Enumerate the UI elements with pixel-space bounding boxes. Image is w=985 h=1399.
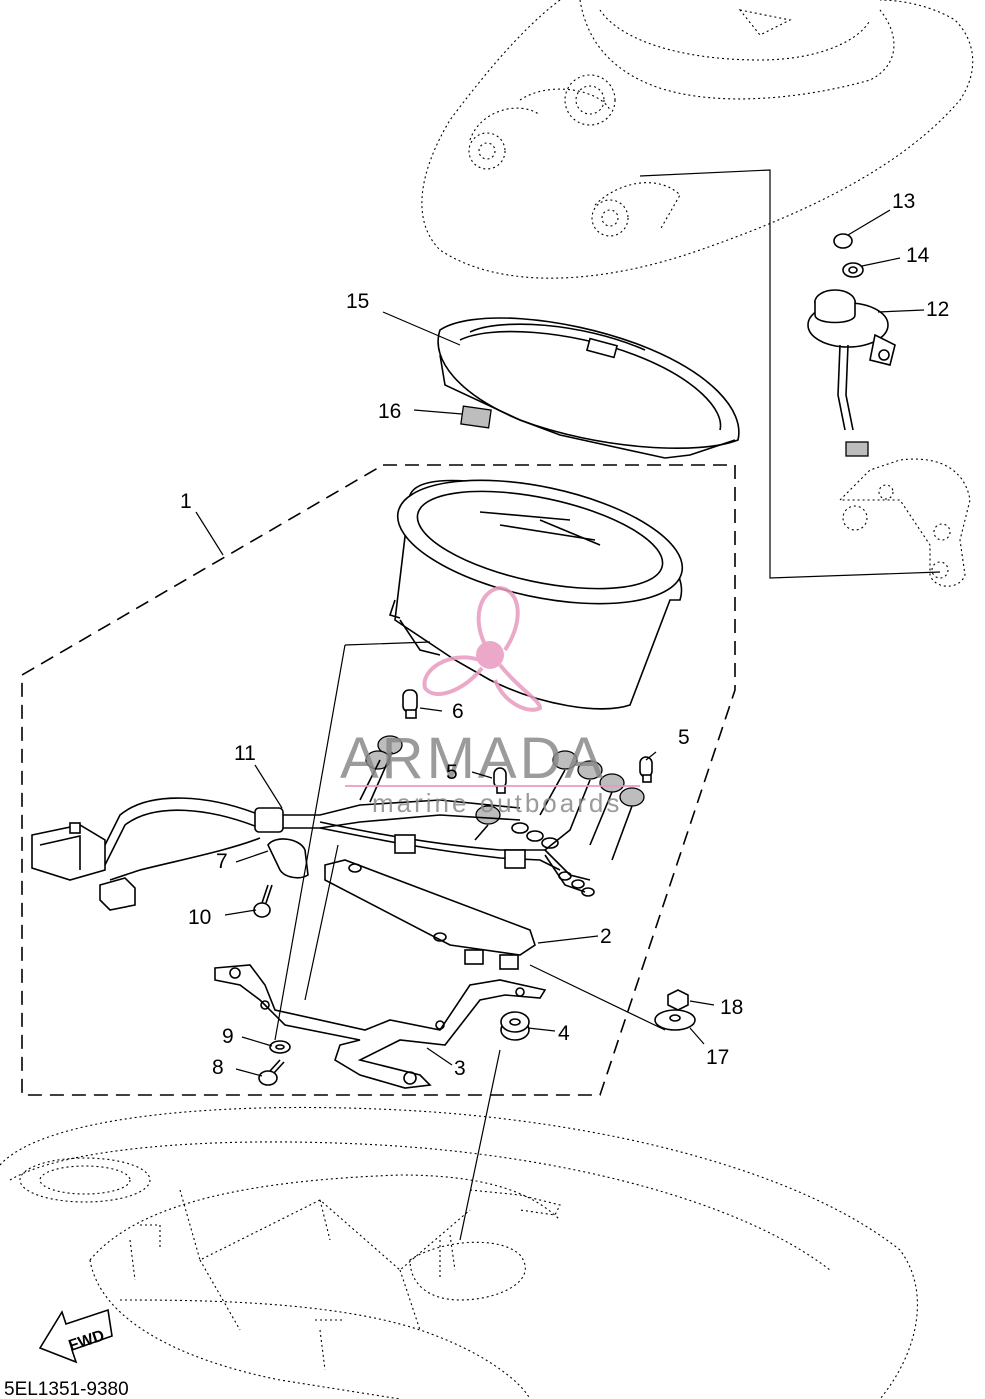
clamp-7 <box>267 838 309 879</box>
bulb-sockets <box>365 735 645 825</box>
label-part-1: 1 <box>180 490 192 513</box>
propeller-icon <box>476 585 520 652</box>
label-part-18: 18 <box>720 996 743 1019</box>
label-part-16: 16 <box>378 400 401 423</box>
leader-lines <box>195 209 925 1077</box>
part-labels: 1 2 3 4 5 5 6 7 8 9 10 11 12 13 14 15 16… <box>180 190 949 1080</box>
upper-housing <box>421 0 974 279</box>
assembly-outline <box>21 464 736 1096</box>
washer-14 <box>842 262 864 278</box>
wire-harness <box>31 751 633 911</box>
diagram-code: 5EL1351-9380 <box>4 1379 129 1399</box>
bezel-ring <box>437 317 740 459</box>
label-part-13: 13 <box>892 190 915 213</box>
label-part-7: 7 <box>216 850 228 873</box>
indicator-light <box>807 289 896 457</box>
label-part-5a: 5 <box>446 761 458 784</box>
label-part-5b: 5 <box>678 726 690 749</box>
screw-8 <box>258 1059 285 1086</box>
guide-lines <box>274 641 666 1241</box>
nut-18 <box>667 989 689 1011</box>
label-part-17: 17 <box>706 1046 729 1069</box>
screw-13 <box>833 233 853 249</box>
watermark: ARMADA marine outboards <box>340 585 640 818</box>
label-part-12: 12 <box>926 298 949 321</box>
plate-2 <box>324 859 536 970</box>
label-part-6: 6 <box>452 700 464 723</box>
label-part-14: 14 <box>906 244 930 267</box>
routing-line <box>639 169 941 579</box>
label-part-2: 2 <box>600 925 612 948</box>
bulb-5b <box>639 756 653 783</box>
washer-17 <box>654 1009 696 1031</box>
label-part-9: 9 <box>222 1025 234 1048</box>
washer-9 <box>269 1040 291 1054</box>
label-part-11: 11 <box>234 742 256 765</box>
lower-housing <box>0 1106 918 1399</box>
label-part-4: 4 <box>558 1022 570 1045</box>
label-part-8: 8 <box>212 1056 224 1079</box>
bracket-3 <box>214 964 547 1089</box>
label-part-15: 15 <box>346 290 369 313</box>
screw-10 <box>253 884 273 918</box>
label-part-10: 10 <box>188 906 211 929</box>
watermark-brand: ARMADA <box>340 726 606 791</box>
clip-16 <box>460 405 492 429</box>
bulb-6 <box>402 689 418 719</box>
fwd-arrow: FWD <box>38 1308 113 1364</box>
label-part-3: 3 <box>454 1057 466 1080</box>
meter-unit <box>388 479 684 710</box>
right-bracket <box>838 458 971 587</box>
watermark-tagline: marine outboards <box>372 788 622 818</box>
grommet-4 <box>500 1011 530 1041</box>
